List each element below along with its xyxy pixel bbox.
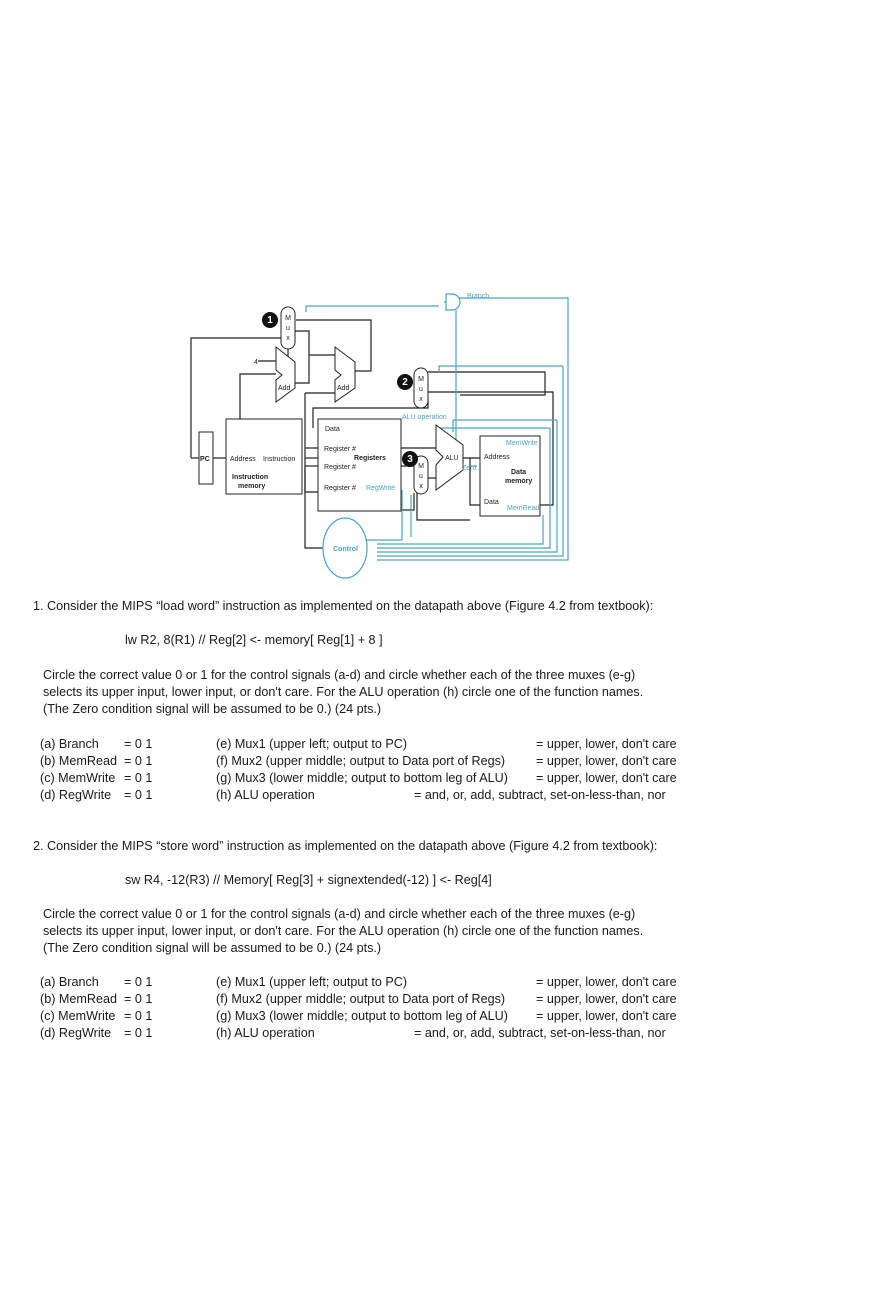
q2-signal-d: (d) RegWrite <box>40 1026 112 1040</box>
pc-label: PC <box>200 456 210 463</box>
q2-part-f: (f) Mux2 (upper middle; output to Data p… <box>216 992 506 1006</box>
q2-part-e: (e) Mux1 (upper left; output to PC) <box>216 975 408 989</box>
q1-desc-3: (The Zero condition signal will be assum… <box>43 702 382 716</box>
q2-part-f-choices[interactable]: = upper, lower, don't care <box>536 992 677 1006</box>
add1-label: Add <box>278 385 291 392</box>
q1-signal-b-eq[interactable]: = 0 1 <box>124 754 153 768</box>
marker-2-label: 2 <box>402 377 408 388</box>
q2-signal-d-eq[interactable]: = 0 1 <box>124 1026 153 1040</box>
q2-signal-a-eq[interactable]: = 0 1 <box>124 975 153 989</box>
q2-signal-c-eq[interactable]: = 0 1 <box>124 1009 153 1023</box>
q2-desc-2: selects its upper input, lower input, or… <box>43 924 644 938</box>
alu-label: ALU <box>445 455 459 462</box>
datapath-figure: 1 2 3 M u x M u x M u x 4 Add Add PC Add… <box>190 293 569 579</box>
q1-part-f-choices[interactable]: = upper, lower, don't care <box>536 754 677 768</box>
q1-part-g: (g) Mux3 (lower middle; output to bottom… <box>216 771 508 785</box>
q1-desc-1: Circle the correct value 0 or 1 for the … <box>43 668 636 682</box>
zero-label: Zero <box>462 465 477 472</box>
q2-desc-3: (The Zero condition signal will be assum… <box>43 941 382 955</box>
marker-2 <box>397 374 413 390</box>
q1-signal-a-eq[interactable]: = 0 1 <box>124 737 153 751</box>
q1-signal-d-eq[interactable]: = 0 1 <box>124 788 153 802</box>
dmem-title-1: Data <box>511 469 526 476</box>
q2-desc-1: Circle the correct value 0 or 1 for the … <box>43 907 636 921</box>
q2-signal-c: (c) MemWrite <box>40 1009 116 1023</box>
q2-part-h-choices[interactable]: = and, or, add, subtract, set-on-less-th… <box>414 1026 666 1040</box>
q1-part-h-choices[interactable]: = and, or, add, subtract, set-on-less-th… <box>414 788 666 802</box>
mux3-m: M <box>418 463 424 470</box>
q2-signal-a: (a) Branch <box>40 975 99 989</box>
four-label: 4 <box>254 359 258 366</box>
mux2-m: M <box>418 376 424 383</box>
dmem-address: Address <box>484 454 510 461</box>
imem-instruction: Instruction <box>263 456 295 463</box>
q1-signal-c-eq[interactable]: = 0 1 <box>124 771 153 785</box>
add2-label: Add <box>337 385 350 392</box>
regs-reg2: Register # <box>324 464 356 471</box>
imem-title-1: Instruction <box>232 474 268 481</box>
regs-title: Registers <box>354 455 386 462</box>
imem-address: Address <box>230 456 256 463</box>
marker-1 <box>262 312 278 328</box>
marker-1-label: 1 <box>267 315 273 326</box>
imem-title-2: memory <box>238 483 265 490</box>
regs-reg3: Register # <box>324 485 356 492</box>
q2-part-g-choices[interactable]: = upper, lower, don't care <box>536 1009 677 1023</box>
regs-data: Data <box>325 426 340 433</box>
mux3-x: x <box>419 483 423 490</box>
q1-signal-b: (b) MemRead <box>40 754 117 768</box>
q1-intro: 1. Consider the MIPS “load word” instruc… <box>33 599 654 613</box>
q1-part-g-choices[interactable]: = upper, lower, don't care <box>536 771 677 785</box>
q2-instruction: sw R4, -12(R3) // Memory[ Reg[3] + signe… <box>125 873 492 887</box>
marker-3-label: 3 <box>407 454 413 465</box>
q1-part-e: (e) Mux1 (upper left; output to PC) <box>216 737 408 751</box>
q2-part-e-choices[interactable]: = upper, lower, don't care <box>536 975 677 989</box>
q2-signal-b-eq[interactable]: = 0 1 <box>124 992 153 1006</box>
q1-part-h: (h) ALU operation <box>216 788 315 802</box>
q1-signal-a: (a) Branch <box>40 737 99 751</box>
mux1-u: u <box>286 325 290 332</box>
q1-desc-2: selects its upper input, lower input, or… <box>43 685 644 699</box>
marker-3 <box>402 451 418 467</box>
dmem-title-2: memory <box>505 478 532 485</box>
mux2-x: x <box>419 396 423 403</box>
mux3-u: u <box>419 473 423 480</box>
memwrite-label: MemWrite <box>506 440 538 447</box>
regs-reg1: Register # <box>324 446 356 453</box>
control-label: Control <box>333 546 358 553</box>
dmem-data-out: Data <box>484 499 499 506</box>
q2-signal-b: (b) MemRead <box>40 992 117 1006</box>
q1-part-e-choices[interactable]: = upper, lower, don't care <box>536 737 677 751</box>
q1-signal-c: (c) MemWrite <box>40 771 116 785</box>
mux2-u: u <box>419 386 423 393</box>
q2-intro: 2. Consider the MIPS “store word” instru… <box>33 839 658 853</box>
q1-signal-d: (d) RegWrite <box>40 788 112 802</box>
alu-operation-label: ALU operation <box>402 414 447 421</box>
q1-part-f: (f) Mux2 (upper middle; output to Data p… <box>216 754 506 768</box>
mux1-m: M <box>285 315 291 322</box>
q2-part-h: (h) ALU operation <box>216 1026 315 1040</box>
regwrite-label: RegWrite <box>366 485 395 492</box>
branch-label: Branch <box>467 293 489 300</box>
mux1-x: x <box>286 335 290 342</box>
q1-instruction: lw R2, 8(R1) // Reg[2] <- memory[ Reg[1]… <box>125 633 383 647</box>
q2-part-g: (g) Mux3 (lower middle; output to bottom… <box>216 1009 508 1023</box>
memread-label: MemRead <box>507 505 539 512</box>
